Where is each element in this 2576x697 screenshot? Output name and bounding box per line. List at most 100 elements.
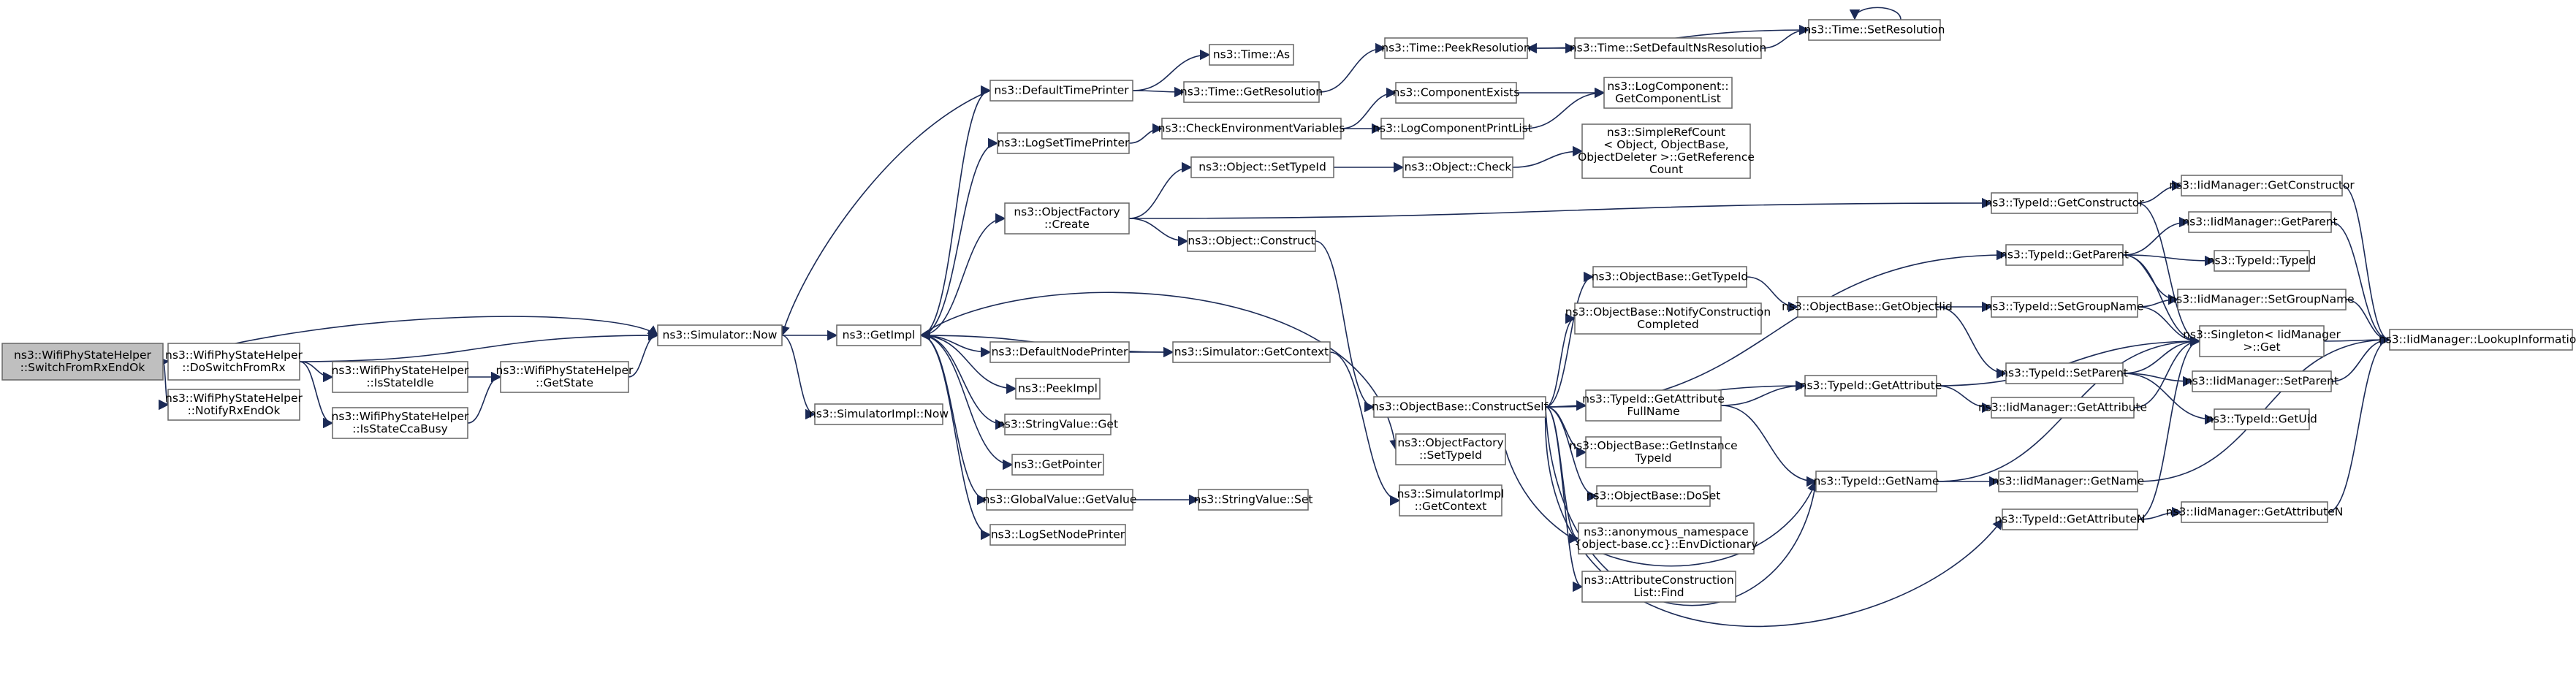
call-edge — [1128, 123, 1163, 144]
function-node[interactable]: ns3::GetImpl — [836, 324, 922, 346]
function-node[interactable]: ns3::WifiPhyStateHelper::GetState — [496, 361, 634, 393]
function-node[interactable]: ns3::LogSetTimePrinter — [997, 132, 1130, 154]
node-label-line: ns3::TypeId::GetAttribute — [1800, 379, 1942, 392]
function-node[interactable]: ns3::ComponentExists — [1393, 82, 1520, 104]
node-label-line: ::Create — [1044, 218, 1090, 231]
node-box — [1198, 489, 1309, 511]
function-node[interactable]: ns3::ObjectBase::NotifyConstructionCompl… — [1565, 302, 1771, 335]
call-edge — [628, 330, 659, 378]
node-label-line: {object-base.cc}::EnvDictionary — [1575, 538, 1758, 551]
function-node[interactable]: ns3::Time::SetResolution — [1804, 19, 1945, 41]
function-node[interactable]: ns3::Object::SetTypeId — [1190, 156, 1334, 178]
function-node[interactable]: ns3::TypeId::SetParent — [2001, 362, 2128, 384]
node-label-line: ns3::TypeId::GetAttribute — [1582, 392, 1725, 405]
function-node[interactable]: ns3::Time::SetDefaultNsResolution — [1570, 37, 1766, 59]
function-node[interactable]: ns3::IidManager::LookupInformation — [2379, 329, 2576, 351]
function-node[interactable]: ns3::GlobalValue::GetValue — [983, 489, 1137, 511]
function-node[interactable]: ns3::LogComponentPrintList — [1372, 118, 1532, 140]
function-node[interactable]: ns3::SimpleRefCount< Object, ObjectBase,… — [1578, 123, 1755, 179]
function-node[interactable]: ns3::WifiPhyStateHelper::SwitchFromRxEnd… — [1, 343, 164, 381]
function-node[interactable]: ns3::TypeId::GetAttributeN — [1994, 509, 2146, 530]
function-node[interactable]: ns3::TypeId::GetParent — [2000, 244, 2129, 266]
function-node[interactable]: ns3::WifiPhyStateHelper::NotifyRxEndOk — [165, 389, 303, 421]
call-edge — [920, 335, 992, 541]
function-node[interactable]: ns3::WifiPhyStateHelper::IsStateCcaBusy — [332, 407, 470, 439]
function-node[interactable]: ns3::Object::Construct — [1187, 230, 1316, 252]
function-node[interactable]: ns3::IidManager::GetName — [1992, 471, 2144, 492]
node-box — [1578, 522, 1755, 555]
function-node[interactable]: ns3::Singleton< IidManager>::Get — [2183, 325, 2341, 357]
function-node[interactable]: ns3::IidManager::GetParent — [2182, 211, 2338, 233]
node-label-line: ns3::Object::SetTypeId — [1198, 161, 1326, 174]
function-node[interactable]: ns3::WifiPhyStateHelper::IsStateIdle — [332, 361, 470, 393]
function-node[interactable]: ns3::IidManager::GetAttribute — [1978, 397, 2147, 419]
function-node[interactable]: ns3::TypeId::GetName — [1813, 471, 1939, 492]
call-edge — [920, 292, 1400, 451]
function-node[interactable]: ns3::ObjectFactory::Create — [1004, 202, 1130, 235]
function-node[interactable]: ns3::SimulatorImpl::Now — [809, 403, 949, 425]
function-node[interactable]: ns3::StringValue::Get — [998, 414, 1118, 435]
function-node[interactable]: ns3::WifiPhyStateHelper::DoSwitchFromRx — [165, 343, 303, 381]
function-node[interactable]: ns3::ObjectFactory::SetTypeId — [1395, 433, 1506, 465]
node-label-line: ::NotifyRxEndOk — [188, 404, 281, 417]
function-node[interactable]: ns3::IidManager::GetConstructor — [2169, 175, 2355, 197]
call-edge — [2137, 180, 2183, 204]
call-edge — [920, 335, 1017, 395]
function-node[interactable]: ns3::TypeId::GetUid — [2206, 408, 2317, 430]
node-box — [1373, 396, 1546, 418]
function-node[interactable]: ns3::DefaultNodePrinter — [989, 341, 1130, 363]
node-label-line: ns3::TypeId::GetName — [1813, 475, 1939, 488]
function-node[interactable]: ns3::IidManager::SetParent — [2185, 370, 2338, 392]
function-node[interactable]: ns3::GetPointer — [1011, 454, 1104, 476]
node-box — [989, 341, 1130, 363]
function-node[interactable]: ns3::ObjectBase::GetTypeId — [1592, 266, 1749, 288]
function-node[interactable]: ns3::TypeId::SetGroupName — [1985, 296, 2144, 318]
call-edge — [1512, 145, 1584, 168]
node-label-line: List::Find — [1633, 586, 1684, 599]
node-box — [2389, 329, 2573, 351]
function-node[interactable]: ns3::ObjectBase::ConstructSelf — [1372, 396, 1549, 418]
call-edge — [1545, 271, 1595, 408]
call-edge — [1318, 42, 1386, 93]
call-edge — [1545, 313, 1576, 408]
function-node[interactable]: ns3::IidManager::SetGroupName — [2169, 289, 2355, 311]
call-edge — [1545, 406, 1584, 593]
node-label-line: ns3::SimulatorImpl::Now — [809, 408, 949, 421]
node-label-line: ns3::SimpleRefCount — [1607, 126, 1725, 139]
function-node[interactable]: ns3::TypeId::GetConstructor — [1985, 192, 2144, 214]
function-node[interactable]: ns3::Time::GetResolution — [1180, 81, 1323, 103]
function-node[interactable]: ns3::Simulator::Now — [657, 324, 783, 346]
node-box — [1991, 296, 2138, 318]
function-node[interactable]: ns3::anonymous_namespace{object-base.cc}… — [1575, 522, 1758, 555]
function-node[interactable]: ns3::SimulatorImpl::GetContext — [1397, 484, 1505, 517]
node-box — [2005, 362, 2124, 384]
call-edge — [1720, 380, 1806, 406]
function-node[interactable]: ns3::CheckEnvironmentVariables — [1158, 118, 1345, 140]
call-edge — [1849, 7, 1901, 20]
function-node[interactable]: ns3::Time::As — [1209, 44, 1294, 66]
function-node[interactable]: ns3::Simulator::GetContext — [1172, 341, 1331, 363]
call-edge — [1746, 276, 1799, 313]
function-node[interactable]: ns3::DefaultTimePrinter — [989, 80, 1133, 102]
function-node[interactable]: ns3::TypeId::GetAttribute — [1800, 375, 1942, 397]
function-node[interactable]: ns3::PeekImpl — [1015, 378, 1101, 400]
node-box — [2214, 250, 2310, 272]
function-node[interactable]: ns3::Time::PeekResolution — [1381, 37, 1531, 59]
function-node[interactable]: ns3::Object::Check — [1402, 156, 1513, 178]
function-node[interactable]: ns3::ObjectBase::GetObjectIid — [1782, 296, 1953, 318]
function-node[interactable]: ns3::IidManager::GetAttributeN — [2166, 501, 2344, 523]
node-label-line: ns3::TypeId::GetUid — [2206, 413, 2317, 426]
function-node[interactable]: ns3::LogComponent::GetComponentList — [1603, 77, 1733, 109]
function-node[interactable]: ns3::TypeId::TypeId — [2208, 250, 2317, 272]
node-label-line: ::GetState — [536, 376, 593, 389]
function-node[interactable]: ns3::ObjectBase::DoSet — [1587, 485, 1721, 507]
node-label-line: ns3::IidManager::GetConstructor — [2169, 179, 2355, 192]
call-edge — [920, 335, 1014, 471]
function-node[interactable]: ns3::StringValue::Set — [1194, 489, 1313, 511]
call-edge — [781, 335, 816, 420]
node-label-line: ns3::ObjectBase::GetObjectIid — [1782, 300, 1953, 313]
function-node[interactable]: ns3::LogSetNodePrinter — [989, 524, 1126, 546]
